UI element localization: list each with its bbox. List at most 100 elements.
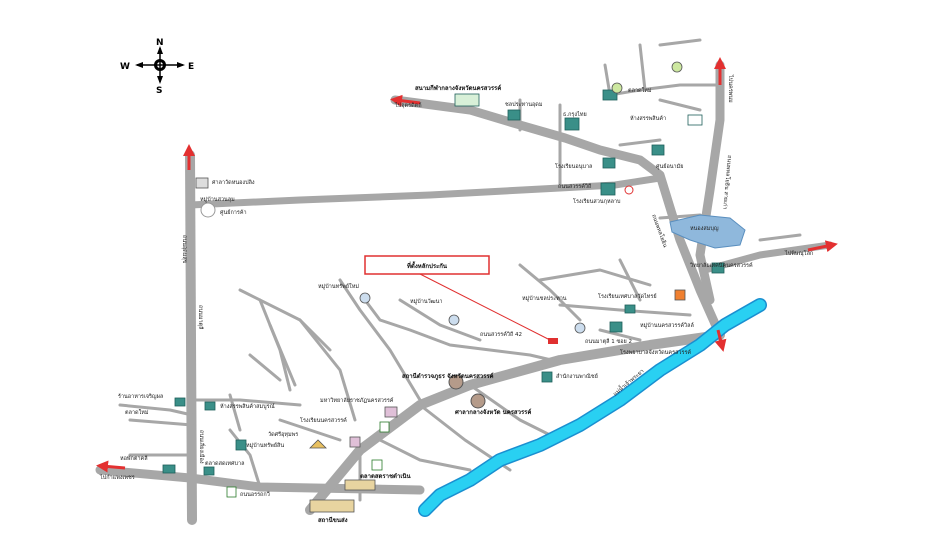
compass-e: E (188, 62, 194, 72)
building-icon (651, 144, 665, 156)
road-minor (268, 323, 297, 387)
building-icon (235, 439, 247, 451)
arrow-right (807, 240, 838, 253)
road-minor (638, 43, 647, 92)
road-middle-horizontal (186, 174, 664, 209)
building-icon (174, 397, 186, 407)
road-minor (378, 438, 472, 472)
city-hall-badge-icon (470, 393, 486, 409)
buildings (162, 89, 725, 476)
building-icon (203, 466, 215, 476)
label-school: โรงเรียนเทศบาลวัดไทรย์ (598, 292, 657, 300)
road-minor (558, 303, 692, 317)
arrow-left-top (390, 94, 421, 107)
building-icon (564, 117, 580, 131)
label-school: ชลประทานอุดม (505, 101, 543, 108)
label-university: มหาวิทยาลัยราชภัฏนครสวรรค์ (320, 397, 394, 404)
label-school: โรงเรียนอนุบาล (555, 162, 592, 170)
road-minor (238, 288, 357, 422)
label-cityhall: ศาลากลางจังหวัด นครสวรรค์ (455, 408, 531, 416)
label-village: หมู่บ้านทรัพย์ใหม่ (318, 283, 359, 290)
road-minor (118, 403, 194, 417)
road-minor (468, 383, 562, 442)
label-shop: ตลาดใหม่ (125, 409, 149, 416)
compass-n: N (156, 38, 164, 48)
label-pond: หนองสมบุญ (690, 225, 719, 232)
village-icon (574, 322, 586, 334)
target-marker (548, 338, 558, 344)
road-minor (228, 428, 262, 489)
label-road: ไปกำแพงเพชร (99, 474, 135, 481)
school-icon (349, 436, 361, 448)
label-bus: สถานีขนส่ง (318, 516, 348, 524)
label-road-vertical: ถนนมาตุลี (197, 305, 204, 330)
compass-s: S (156, 86, 162, 96)
label-village: หมู่บ้านวัฒนา (410, 298, 443, 305)
arrow-down-right (714, 329, 727, 352)
road-minor (128, 418, 194, 427)
label-place: ศาลาวัดหนองปลิง (212, 179, 255, 186)
label-place: ศูนย์การค้า (220, 209, 247, 216)
location-callout: ที่ตั้งหลักประกัน (364, 255, 558, 344)
label-road: ถนนสวรรค์วิถี (558, 183, 591, 190)
direction-arrows (96, 57, 838, 473)
label-market: ตลาดสดราชดำเนิน (360, 472, 411, 480)
seven-eleven-icon (379, 421, 390, 433)
building-icon (162, 464, 176, 474)
label-road-vertical: ถนนพหลโยธิน สายเก่า (721, 155, 734, 210)
building-icon (204, 401, 216, 411)
building-icon (600, 182, 616, 196)
label-road: ไปอุตรดิตถ์ (394, 102, 422, 109)
police-badge-icon (448, 374, 464, 390)
label-shop: ตลาดใหม่ (628, 87, 652, 94)
label-road-vertical: ถนนเลี่ยงเมือง (198, 430, 206, 464)
label-office: สำนักงานพาณิชย์ (556, 373, 598, 380)
label-place: หมู่บ้านสวนลุม (200, 196, 235, 203)
road-left-vertical (185, 150, 197, 525)
label-school: โรงเรียนนครสวรรค์ (300, 416, 347, 424)
road-minor (603, 63, 722, 97)
building-icon (711, 262, 725, 274)
label-village: หมู่บ้านนครสวรรค์วิลล์ (640, 322, 694, 329)
road-bottom (95, 465, 425, 495)
road-minor (338, 278, 422, 402)
label-market: ตลาดสดเทศบาล (205, 460, 244, 467)
label-stadium: สนามกีฬากลางจังหวัดนครสวรรค์ (415, 84, 501, 92)
temple-icon (309, 439, 327, 449)
road-minor (538, 268, 652, 287)
road-minor (658, 98, 702, 112)
market-building-icon (344, 479, 376, 491)
label-police: สถานีตำรวจภูธร จังหวัดนครสวรรค์ (402, 372, 494, 381)
road-minor (298, 318, 332, 352)
label-hospital: โรงพยาบาลจังหวัดนครสวรรค์ (620, 348, 691, 356)
seven-eleven-icon (226, 486, 237, 498)
road-minor (278, 418, 342, 442)
road-minor (190, 398, 302, 407)
building-icon (541, 371, 553, 383)
building-icon (602, 89, 618, 101)
university-icon (384, 406, 398, 418)
special-icons (195, 61, 686, 513)
village-icon (359, 292, 371, 304)
label-school: โรงเรียนสวนกุหลาบ (573, 197, 621, 205)
village-icon (448, 314, 460, 326)
label-shop: หอพักตาคลี (120, 455, 148, 462)
stadium-icon (454, 93, 480, 107)
building-icon (624, 304, 636, 314)
map-labels: สนามกีฬากลางจังหวัดนครสวรรค์ ไปอุตรดิตถ์… (99, 74, 813, 524)
label-shop: ร้านอาหารเจริญผล (118, 393, 163, 400)
road-minor (618, 138, 662, 147)
label-road: ถนนสวรรค์วิถี 42 (480, 331, 522, 338)
label-road-vertical: ไปนครพนม (727, 74, 734, 103)
road-minor (398, 298, 482, 342)
shop-icon (687, 114, 703, 126)
road-minor (658, 38, 702, 47)
road-minor (758, 233, 802, 242)
label-college: วิทยาลัยเทคนิคนครสวรรค์ (689, 262, 753, 269)
label-market: ห้างสรรพสินค้า (630, 115, 666, 122)
arrow-left-bottom (96, 460, 126, 473)
label-health: ศูนย์อนามัย (656, 163, 683, 170)
road-minor (248, 353, 282, 382)
road-top-to-right (390, 95, 725, 340)
